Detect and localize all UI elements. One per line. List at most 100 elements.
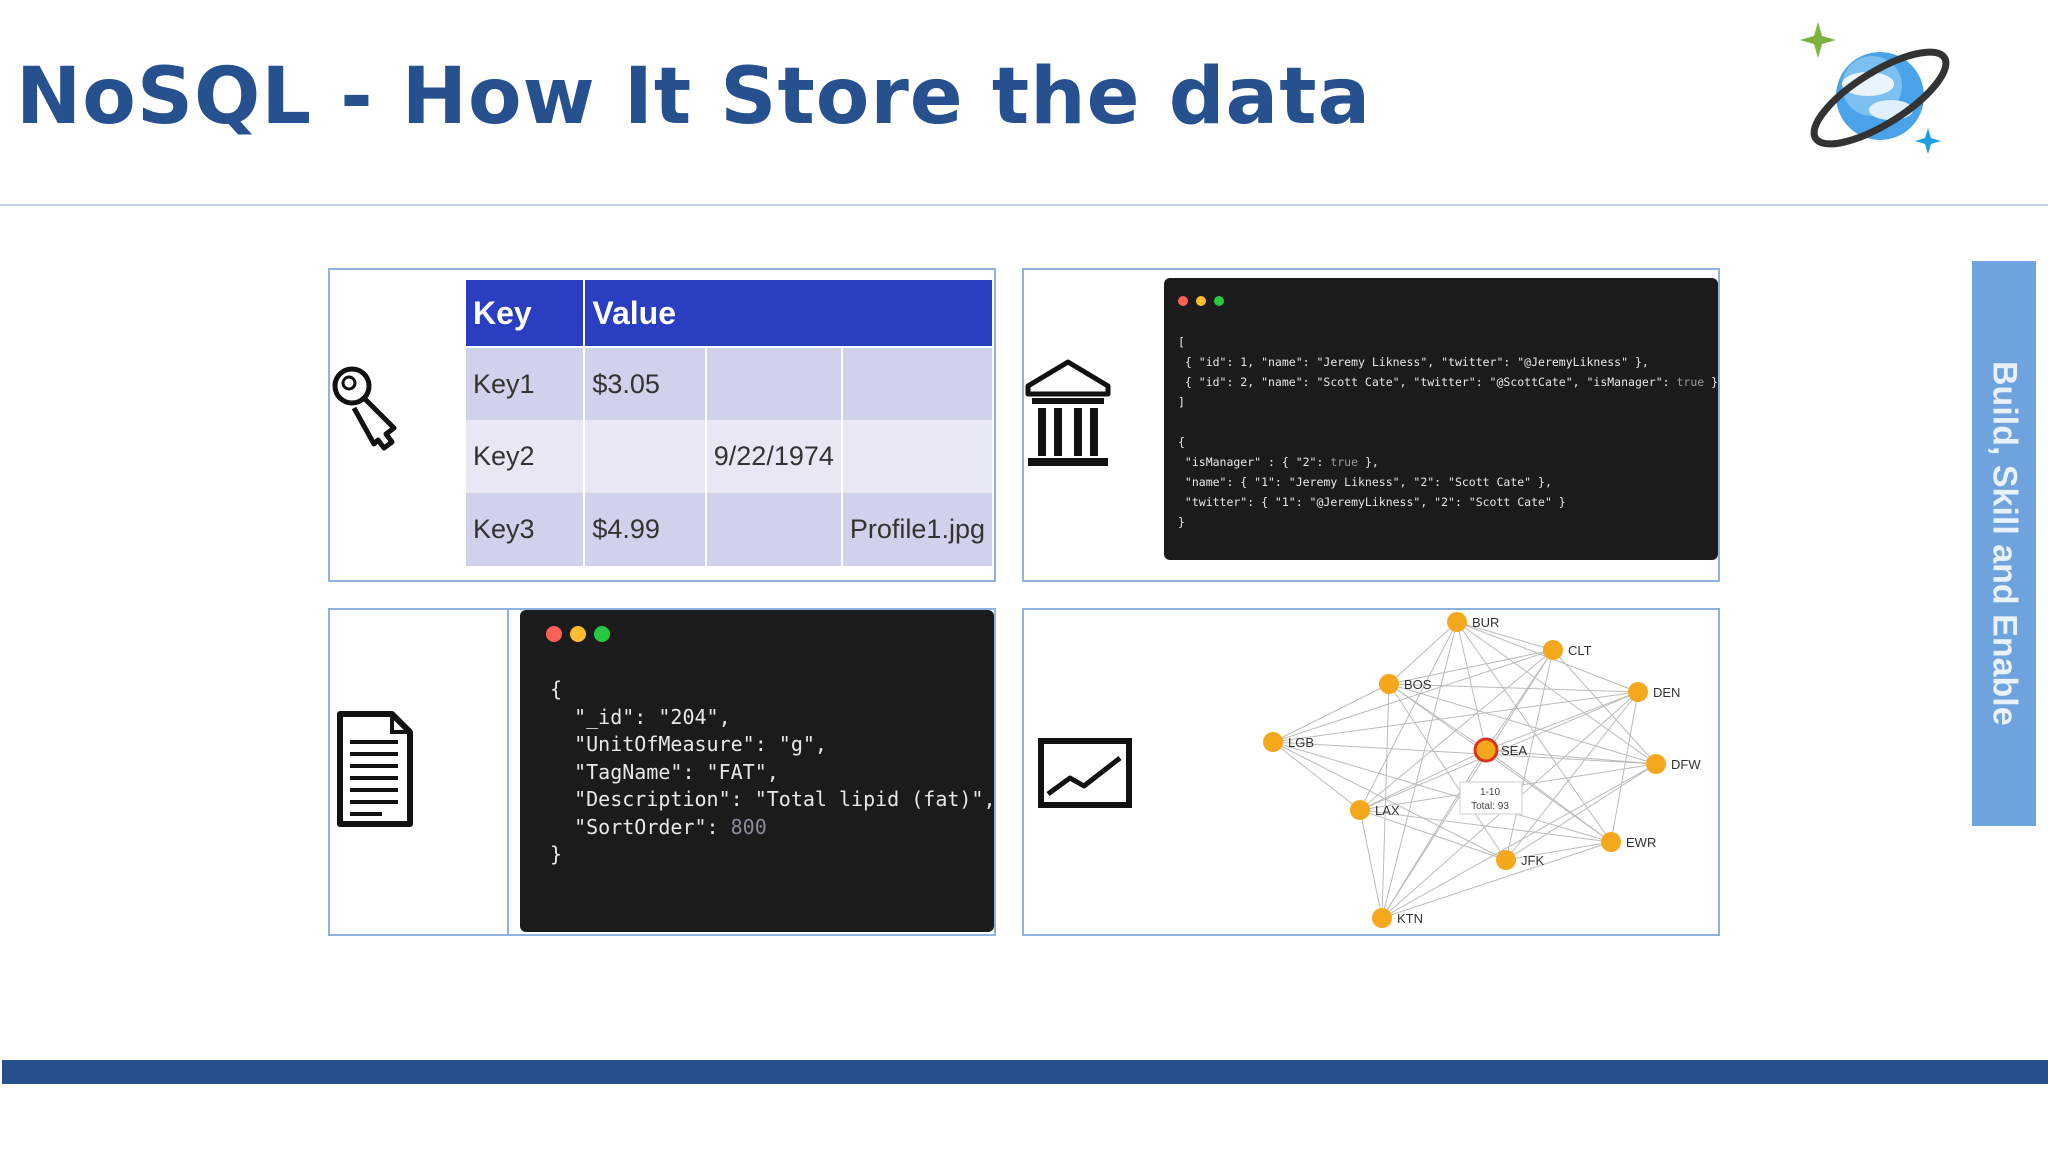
table-row: Key2 9/22/1974 bbox=[463, 420, 994, 493]
graph-node-label: JFK bbox=[1521, 853, 1544, 868]
table-cell: Key1 bbox=[463, 347, 586, 420]
graph-edge bbox=[1388, 683, 1657, 765]
graph-edge bbox=[1388, 683, 1612, 843]
graph-edge bbox=[1359, 809, 1383, 919]
maximize-dot bbox=[1214, 296, 1224, 306]
graph-edge bbox=[1485, 749, 1657, 765]
graph-edge bbox=[1381, 749, 1487, 919]
graph-tooltip bbox=[1459, 781, 1523, 815]
graph-edge bbox=[1272, 741, 1612, 843]
code-window: [ { "id": 1, "name": "Jeremy Likness", "… bbox=[1164, 278, 1718, 560]
minimize-dot bbox=[570, 626, 586, 642]
graph-edge bbox=[1272, 683, 1390, 743]
graph-edge bbox=[1359, 809, 1612, 843]
graph-edge bbox=[1505, 841, 1612, 861]
graph-edge bbox=[1610, 691, 1639, 843]
graph-node-label: DFW bbox=[1671, 757, 1701, 772]
graph-node bbox=[1601, 832, 1621, 852]
graph-edge bbox=[1388, 683, 1507, 861]
graph-node-label: BUR bbox=[1472, 615, 1499, 630]
line-chart-icon bbox=[1038, 738, 1132, 808]
graph-edge bbox=[1381, 763, 1657, 919]
graph-edge bbox=[1505, 691, 1639, 861]
graph-edge bbox=[1381, 683, 1390, 919]
table-row: Key1 $3.05 bbox=[463, 347, 994, 420]
table-cell: $3.05 bbox=[583, 347, 707, 420]
graph-node bbox=[1447, 612, 1467, 632]
json-code: [ { "id": 1, "name": "Jeremy Likness", "… bbox=[1178, 335, 1719, 529]
graph-edge bbox=[1456, 621, 1657, 765]
graph-edge bbox=[1359, 809, 1507, 861]
graph-node bbox=[1372, 908, 1392, 928]
graph-edge bbox=[1359, 621, 1458, 811]
graph-node-label: SEA bbox=[1501, 743, 1527, 758]
table-cell: Profile1.jpg bbox=[840, 493, 994, 566]
graph-edge bbox=[1359, 749, 1487, 811]
graph-edge bbox=[1381, 621, 1458, 919]
table-cell bbox=[840, 347, 994, 420]
columns-building-icon bbox=[1025, 359, 1111, 466]
table-cell: 9/22/1974 bbox=[704, 420, 843, 493]
graph-edge bbox=[1381, 841, 1612, 919]
graph-node-label: EWR bbox=[1626, 835, 1656, 850]
table-row: Key3 $4.99 Profile1.jpg bbox=[463, 493, 994, 566]
graph-edge bbox=[1485, 749, 1612, 843]
graph-edge bbox=[1388, 649, 1554, 685]
minimize-dot bbox=[1196, 296, 1206, 306]
graph-edge bbox=[1272, 741, 1657, 765]
key-icon bbox=[332, 366, 397, 451]
json-code: { "_id": "204", "UnitOfMeasure": "g", "T… bbox=[550, 677, 996, 866]
graph-edge bbox=[1272, 649, 1554, 743]
graph-node bbox=[1350, 800, 1370, 820]
graph-edge bbox=[1552, 649, 1657, 765]
graph-edge bbox=[1456, 621, 1487, 751]
table-cell: Key3 bbox=[463, 493, 586, 566]
table-header-value: Value bbox=[583, 278, 994, 348]
graph-node-label: DEN bbox=[1653, 685, 1680, 700]
table-header-key: Key bbox=[463, 278, 586, 348]
graph-node-label: LAX bbox=[1375, 803, 1400, 818]
graph-node bbox=[1379, 674, 1399, 694]
graph-edge bbox=[1505, 649, 1554, 861]
graph-node bbox=[1263, 732, 1283, 752]
cosmos-db-planet-icon bbox=[1800, 22, 1950, 154]
graph-edge bbox=[1272, 741, 1507, 861]
graph-node bbox=[1628, 682, 1648, 702]
table-cell: Key2 bbox=[463, 420, 586, 493]
graph-edge bbox=[1456, 621, 1554, 651]
header-divider bbox=[0, 204, 2048, 206]
table-cell bbox=[704, 347, 843, 420]
graph-node-label: BOS bbox=[1404, 677, 1432, 692]
graph-node bbox=[1496, 850, 1516, 870]
graph-tooltip-text: 1-10 bbox=[1480, 787, 1500, 798]
graph-edge bbox=[1272, 691, 1639, 743]
code-window: { "_id": "204", "UnitOfMeasure": "g", "T… bbox=[520, 610, 994, 932]
column-family-panel: [ { "id": 1, "name": "Jeremy Likness", "… bbox=[1022, 268, 1720, 582]
table-cell bbox=[840, 420, 994, 493]
table-cell bbox=[704, 493, 843, 566]
graph-node bbox=[1473, 737, 1499, 763]
footer-bar bbox=[2, 1060, 2048, 1084]
network-graph: BUR CLT BOS DEN LGB SEA DFW LAX EWR JFK KTN 1-10Tot… bbox=[1263, 612, 1701, 928]
key-value-table: Key Value Key1 $3.05 Key2 9/22/1974 Key3… bbox=[463, 278, 994, 566]
close-dot bbox=[1178, 296, 1188, 306]
graph-node-label: LGB bbox=[1288, 735, 1314, 750]
graph-tooltip-text: Total: 93 bbox=[1471, 801, 1509, 812]
graph-edge bbox=[1272, 741, 1361, 811]
graph-node bbox=[1646, 754, 1666, 774]
close-dot bbox=[546, 626, 562, 642]
key-value-panel: Key Value Key1 $3.05 Key2 9/22/1974 Key3… bbox=[328, 268, 996, 582]
document-icon bbox=[337, 711, 413, 827]
table-cell bbox=[583, 420, 707, 493]
slide-title: NoSQL - How It Store the data bbox=[16, 52, 1372, 142]
graph-node-label: KTN bbox=[1397, 911, 1423, 926]
graph-edge bbox=[1388, 683, 1639, 693]
graph-edge bbox=[1388, 621, 1458, 685]
graph-node-label: CLT bbox=[1568, 643, 1592, 658]
panel-divider bbox=[507, 610, 509, 934]
table-cell: $4.99 bbox=[583, 493, 707, 566]
document-panel: { "_id": "204", "UnitOfMeasure": "g", "T… bbox=[328, 608, 996, 936]
side-tab: Build, Skill and Enable bbox=[1972, 261, 2036, 826]
maximize-dot bbox=[594, 626, 610, 642]
